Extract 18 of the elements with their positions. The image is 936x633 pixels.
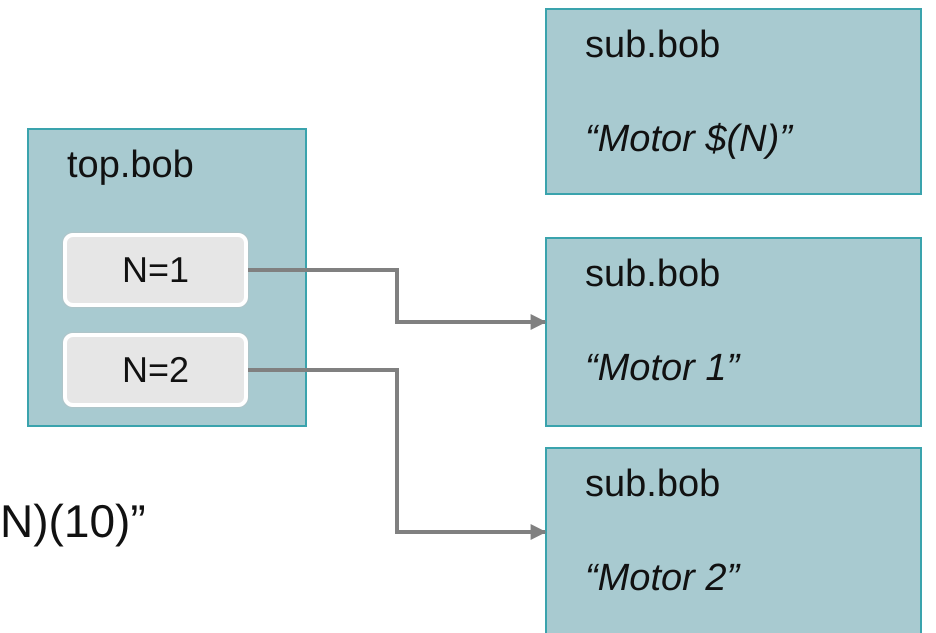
formula-text: N)(10)” (0, 494, 146, 548)
module-box (545, 237, 922, 427)
instance-name: “Motor 2” (585, 557, 740, 600)
file-name: sub.bob (585, 24, 720, 67)
module-box (545, 447, 922, 633)
module-box (545, 8, 922, 195)
module-box (27, 128, 307, 427)
file-name: top.bob (67, 144, 194, 187)
parameter-chip (63, 333, 248, 407)
arrow (248, 368, 547, 540)
arrow (248, 268, 547, 330)
parameter-text: N=2 (122, 349, 190, 391)
parameter-chip (63, 233, 248, 307)
instance-name: “Motor $(N)” (585, 118, 792, 161)
file-name: sub.bob (585, 463, 720, 506)
file-name: sub.bob (585, 253, 720, 296)
instance-name: “Motor 1” (585, 347, 740, 390)
parameter-text: N=1 (122, 249, 190, 291)
